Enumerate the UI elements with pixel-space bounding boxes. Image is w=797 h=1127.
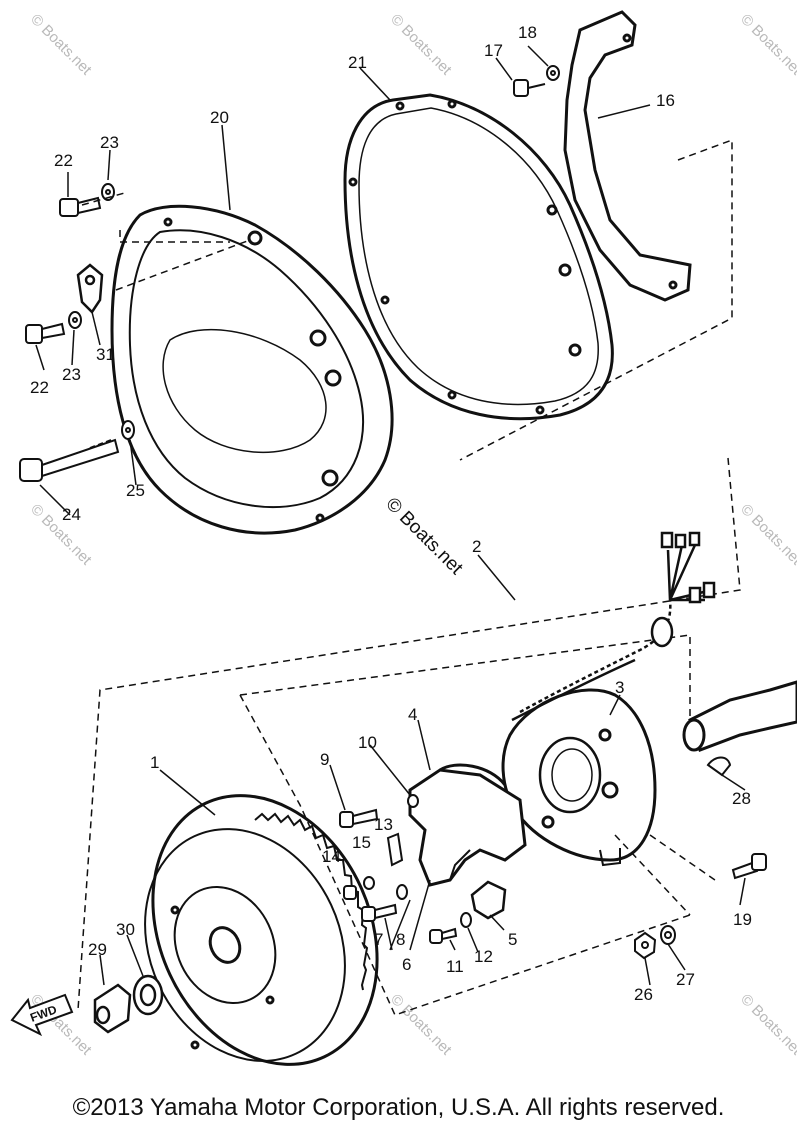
washer-23-lower	[68, 311, 82, 329]
washer-12	[460, 912, 472, 928]
watermark: © Boats.net	[737, 11, 797, 79]
bracket-16	[563, 10, 692, 302]
fwd-arrow: FWD	[10, 993, 74, 1037]
callout-4: 4	[408, 705, 417, 724]
callout-8: 8	[396, 930, 405, 949]
callout-16: 16	[656, 91, 675, 110]
callout-15: 15	[352, 833, 371, 852]
washer-10	[407, 794, 419, 808]
pulser-coil-5	[470, 880, 507, 920]
callout-31: 31	[96, 345, 115, 364]
bracket-13	[386, 832, 404, 867]
callout-1: 1	[150, 753, 159, 772]
leader-lines	[35, 45, 746, 986]
callout-5: 5	[508, 930, 517, 949]
callout-17: 17	[484, 41, 503, 60]
screw-9	[339, 811, 354, 828]
callout-13: 13	[374, 815, 393, 834]
watermark: © Boats.net	[27, 11, 95, 79]
callout-29: 29	[88, 940, 107, 959]
clip-31	[76, 263, 104, 314]
crankshaft-end	[682, 680, 797, 752]
callout-7: 7	[374, 930, 383, 949]
nut-26	[634, 931, 657, 960]
screw-7	[361, 906, 376, 922]
washer-27	[660, 925, 676, 945]
nut-29	[93, 983, 132, 1034]
callout-22b: 22	[30, 378, 49, 397]
callout-3: 3	[615, 678, 624, 697]
bolt-24	[19, 438, 120, 482]
callout-6: 6	[402, 955, 411, 974]
callout-12: 12	[474, 947, 493, 966]
washer-30	[132, 974, 164, 1016]
copyright-notice: ©2013 Yamaha Motor Corporation, U.S.A. A…	[72, 1094, 725, 1121]
flywheel-cover-20	[110, 204, 394, 535]
screw-14	[343, 885, 357, 900]
watermark-center: © Boats.net	[381, 494, 467, 580]
watermark: © Boats.net	[737, 501, 797, 569]
washer-25	[121, 420, 135, 440]
key-28	[706, 756, 732, 777]
coil-4	[408, 763, 527, 887]
callout-10: 10	[358, 733, 377, 752]
assembly-lines	[77, 138, 741, 1016]
callout-14: 14	[322, 847, 341, 866]
callout-11: 11	[446, 957, 464, 976]
callout-9: 9	[320, 750, 329, 769]
washer-8	[396, 884, 408, 900]
screws-group	[339, 794, 472, 944]
callout-25: 25	[126, 481, 145, 500]
callout-26: 26	[634, 985, 653, 1004]
callouts: 1 2 3 4 5 6 7 8 9 10 11 12 13 14 15 16 1…	[30, 23, 752, 1004]
callout-19: 19	[733, 910, 752, 929]
callout-28: 28	[732, 789, 751, 808]
callout-23b: 23	[62, 365, 81, 384]
callout-23a: 23	[100, 133, 119, 152]
bolt-17	[513, 79, 546, 97]
callout-27: 27	[676, 970, 695, 989]
watermark: © Boats.net	[387, 991, 455, 1059]
wire-harness	[511, 531, 716, 722]
bolt-22-lower	[25, 322, 66, 344]
callout-20: 20	[210, 108, 229, 127]
washer-15	[363, 876, 375, 890]
watermark: © Boats.net	[737, 991, 797, 1059]
washer-18	[546, 65, 560, 81]
callout-18: 18	[518, 23, 537, 42]
gasket-21	[343, 93, 614, 421]
callout-30: 30	[116, 920, 135, 939]
callout-22a: 22	[54, 151, 73, 170]
watermark: © Boats.net	[387, 11, 455, 79]
stator-base-plate-3	[501, 688, 657, 867]
bolt-19	[731, 853, 767, 880]
callout-24: 24	[62, 505, 81, 524]
callout-21: 21	[348, 53, 367, 72]
screw-11	[429, 929, 443, 944]
bolt-22-top	[59, 196, 102, 217]
callout-2: 2	[472, 537, 481, 556]
washer-23-top	[101, 183, 115, 201]
